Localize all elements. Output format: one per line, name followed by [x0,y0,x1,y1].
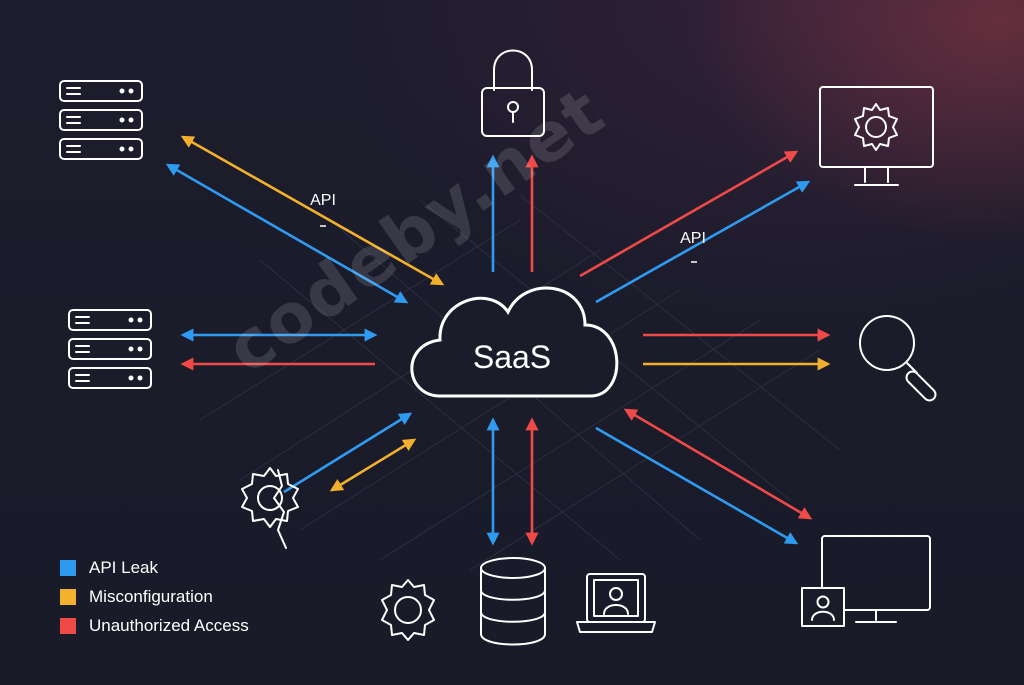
magnifier-icon [859,315,937,402]
api-label-left: API [310,192,336,209]
monitor-gear-icon [819,86,934,186]
saas-cloud: SaaS [410,286,619,398]
api-label-right: API [680,230,706,247]
database-icon [480,557,546,646]
arrow-api-leak-bottom-right [595,426,799,545]
legend-label: Unauthorized Access [89,615,249,635]
laptop-user-icon [576,573,656,633]
legend-label: Misconfiguration [89,586,213,606]
arrow-unauthorized-bottom-right [623,408,813,520]
legend-item-misconfiguration: Misconfiguration [60,582,249,611]
arrow-misconfiguration-bottom-left [329,438,417,492]
legend-item-api-leak: API Leak [60,553,249,582]
arrows [165,135,831,546]
legend-label: API Leak [89,557,158,577]
legend: API Leak Misconfiguration Unauthorized A… [60,553,249,640]
gear-icon [381,579,435,641]
saas-label: SaaS [473,339,551,375]
legend-swatch-api-leak [60,559,76,576]
legend-item-unauthorized-access: Unauthorized Access [60,611,249,640]
broken-gear-icon [241,467,299,549]
arrow-misconfiguration-top-left [180,135,445,286]
server-stack-icon [68,309,152,389]
arrow-unauthorized-top-right [579,150,799,278]
cloud-icon [410,286,619,398]
lock-icon [481,49,545,137]
server-stack-icon [59,80,143,160]
legend-swatch-unauthorized-access [60,617,76,634]
monitor-user-icon [801,535,931,627]
arrow-api-leak-top-right [595,180,811,304]
arrow-api-leak-top-left [165,163,409,304]
legend-swatch-misconfiguration [60,588,76,605]
